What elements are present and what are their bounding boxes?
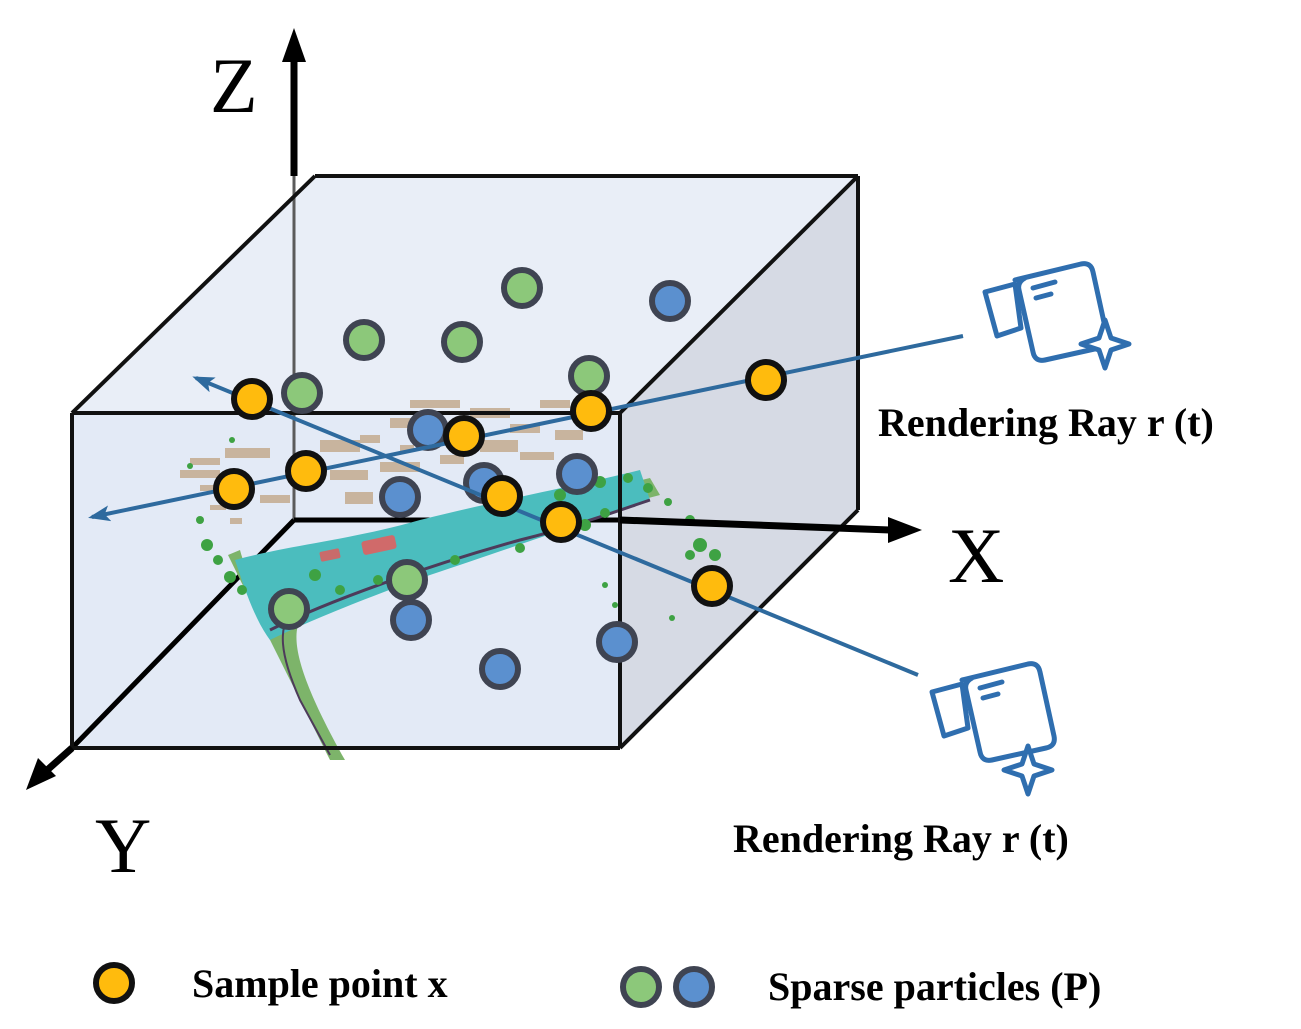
car-red (361, 535, 397, 555)
sample-point (691, 565, 733, 607)
ray-label-top: Rendering Ray r (t) (878, 400, 1214, 445)
particle-blue (596, 621, 638, 663)
y-axis (42, 745, 75, 775)
particle-green (343, 319, 385, 361)
z-axis-label: Z (210, 42, 258, 129)
sample-point (745, 359, 787, 401)
axes-external (26, 28, 922, 790)
cube-edges (70, 174, 860, 750)
legend-sparse-particles-label: Sparse particles (P) (768, 964, 1101, 1009)
cube-right-face (620, 176, 858, 748)
sample-point (481, 475, 523, 517)
legend-sample-point-label: Sample point x (192, 961, 448, 1006)
scene-cube (72, 176, 858, 748)
particle-green (441, 321, 483, 363)
cube-top-face (72, 176, 858, 413)
car-red-2 (319, 548, 341, 562)
x-axis-label: X (948, 512, 1004, 599)
y-axis-arrowhead (26, 758, 56, 790)
particle-blue (390, 599, 432, 641)
sparse-particles (268, 267, 691, 690)
particle-blue (556, 453, 598, 495)
ray-label-bottom: Rendering Ray r (t) (733, 816, 1069, 861)
vegetation-points (187, 437, 721, 621)
sample-point (285, 450, 327, 492)
lane-line (269, 498, 651, 632)
legend-particle-blue-icon (673, 966, 715, 1008)
sample-point (443, 415, 485, 457)
particle-blue (379, 476, 421, 518)
z-axis-arrowhead (282, 28, 306, 62)
camera-sparkle-icon (929, 661, 1057, 797)
particle-green (268, 588, 310, 630)
particle-green (386, 559, 428, 601)
x-axis-arrowhead (888, 517, 922, 543)
x-axis (619, 516, 891, 534)
particle-green (568, 355, 610, 397)
y-axis-label: Y (95, 802, 151, 889)
particle-green (281, 372, 323, 414)
sample-point (213, 468, 255, 510)
sample-point (540, 501, 582, 543)
legend-particle-green-icon (620, 966, 662, 1008)
sample-points (213, 359, 787, 607)
legend: Sample point x Sparse particles (P) (93, 961, 1101, 1009)
particle-blue (649, 280, 691, 322)
camera-sparkle-icon (982, 261, 1132, 371)
legend-sample-point-icon (93, 962, 135, 1004)
sample-point (570, 390, 612, 432)
particle-blue (479, 648, 521, 690)
sample-point (231, 378, 273, 420)
particle-green (501, 267, 543, 309)
